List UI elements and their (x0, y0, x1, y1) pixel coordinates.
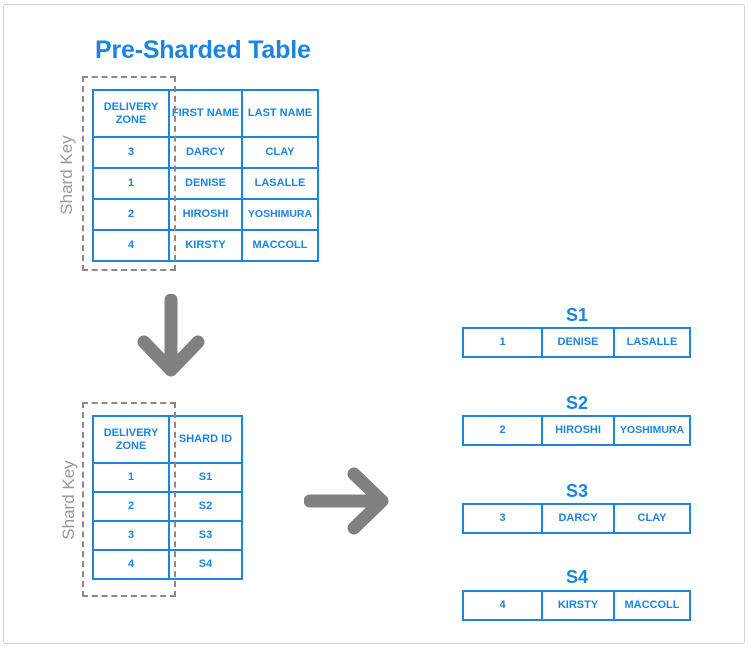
table-header-row: DELIVERY ZONE SHARD ID (92, 415, 243, 464)
cell-delivery-zone: 4 (92, 549, 170, 580)
cell-first-name: DENISE (168, 167, 243, 200)
cell-first-name: HIROSHI (541, 415, 615, 446)
cell-last-name: CLAY (241, 136, 319, 169)
cell-delivery-zone: 1 (462, 327, 543, 358)
cell-delivery-zone: 3 (92, 136, 170, 169)
table-row: 2 HIROSHI YOSHIMURA (92, 198, 319, 231)
cell-delivery-zone: 2 (92, 491, 170, 522)
shard-title-s1: S1 (565, 305, 589, 325)
cell-shard-id: S4 (168, 549, 243, 580)
cell-last-name: LASALLE (613, 327, 691, 358)
cell-last-name: MACCOLL (613, 590, 691, 621)
table-row: 2 S2 (92, 491, 243, 522)
shard-table-s1: 1 DENISE LASALLE (462, 327, 691, 358)
cell-first-name: HIROSHI (168, 198, 243, 231)
cell-first-name: KIRSTY (541, 590, 615, 621)
table-row: 3 DARCY CLAY (462, 503, 691, 534)
table-row: 4 S4 (92, 549, 243, 580)
cell-delivery-zone: 3 (92, 520, 170, 551)
shard-key-label-top: Shard Key (57, 135, 76, 215)
cell-first-name: DENISE (541, 327, 615, 358)
cell-delivery-zone: 2 (92, 198, 170, 231)
pre-sharded-table: DELIVERY ZONE FIRST NAME LAST NAME 3 DAR… (92, 89, 319, 262)
cell-last-name: CLAY (613, 503, 691, 534)
table-row: 4 KIRSTY MACCOLL (92, 229, 319, 262)
cell-shard-id: S1 (168, 462, 243, 493)
table-row: 2 HIROSHI YOSHIMURA (462, 415, 691, 446)
table-row: 3 S3 (92, 520, 243, 551)
shard-table-s3: 3 DARCY CLAY (462, 503, 691, 534)
table-row: 4 KIRSTY MACCOLL (462, 590, 691, 621)
cell-last-name: YOSHIMURA (613, 415, 691, 446)
cell-delivery-zone: 2 (462, 415, 543, 446)
header-delivery-zone: DELIVERY ZONE (92, 415, 170, 464)
cell-shard-id: S2 (168, 491, 243, 522)
cell-delivery-zone: 1 (92, 167, 170, 200)
shard-title-s3: S3 (565, 481, 589, 501)
shard-lookup-table: DELIVERY ZONE SHARD ID 1 S1 2 S2 3 S3 4 … (92, 415, 243, 580)
table-row: 1 DENISE LASALLE (92, 167, 319, 200)
cell-delivery-zone: 3 (462, 503, 543, 534)
header-delivery-zone: DELIVERY ZONE (92, 89, 170, 138)
cell-first-name: DARCY (541, 503, 615, 534)
shard-key-highlight-bottom (82, 402, 176, 597)
arrow-down-icon (137, 294, 205, 377)
shard-table-s4: 4 KIRSTY MACCOLL (462, 590, 691, 621)
cell-delivery-zone: 1 (92, 462, 170, 493)
table-row: 3 DARCY CLAY (92, 136, 319, 169)
diagram-title: Pre-Sharded Table (95, 36, 311, 64)
cell-last-name: YOSHIMURA (241, 198, 319, 231)
cell-shard-id: S3 (168, 520, 243, 551)
shard-key-label-bottom: Shard Key (59, 460, 78, 540)
shard-key-highlight-top (82, 76, 176, 271)
table-row: 1 S1 (92, 462, 243, 493)
cell-last-name: MACCOLL (241, 229, 319, 262)
arrow-right-icon (304, 467, 389, 535)
header-last-name: LAST NAME (241, 89, 319, 138)
shard-title-s2: S2 (565, 393, 589, 413)
shard-title-s4: S4 (565, 567, 589, 587)
cell-last-name: LASALLE (241, 167, 319, 200)
header-first-name: FIRST NAME (168, 89, 243, 138)
table-header-row: DELIVERY ZONE FIRST NAME LAST NAME (92, 89, 319, 138)
cell-first-name: DARCY (168, 136, 243, 169)
cell-delivery-zone: 4 (462, 590, 543, 621)
table-row: 1 DENISE LASALLE (462, 327, 691, 358)
shard-table-s2: 2 HIROSHI YOSHIMURA (462, 415, 691, 446)
header-shard-id: SHARD ID (168, 415, 243, 464)
cell-first-name: KIRSTY (168, 229, 243, 262)
cell-delivery-zone: 4 (92, 229, 170, 262)
